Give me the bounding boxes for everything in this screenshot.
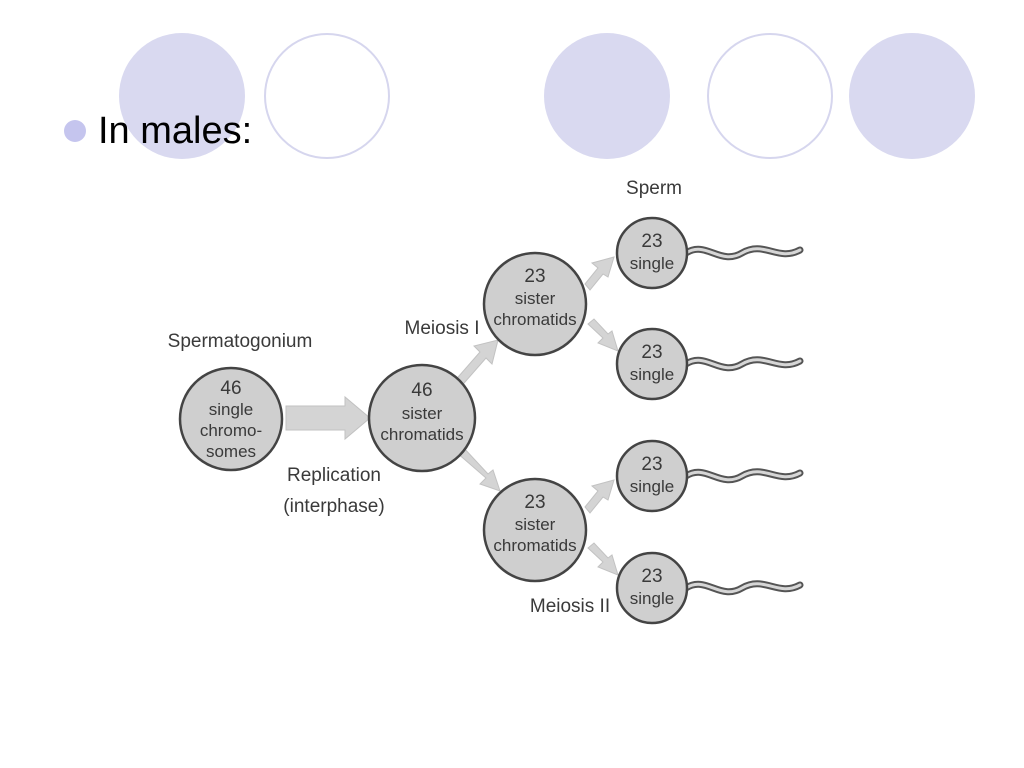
cell-text: sister [402, 404, 443, 423]
cell-circle [482, 251, 588, 357]
cell-text: somes [206, 442, 256, 461]
sperm-cell: 23 single [615, 327, 804, 401]
spermatogonium-cell: 46 single chromo- somes [178, 366, 284, 472]
cell-text: single [630, 254, 674, 273]
secondary-spermatocyte-top: 23 sister chromatids [482, 251, 588, 357]
replication-label: Replication [287, 465, 381, 486]
sperm-tail-inner [684, 358, 802, 370]
chromosome-count: 23 [641, 566, 662, 587]
decorative-circle-filled [119, 33, 245, 159]
bullet-text: In males: [98, 110, 253, 152]
cell-text: sister [515, 515, 556, 534]
cell-text: single [630, 365, 674, 384]
sperm-tail-inner [684, 470, 802, 482]
spermatogonium-heading: Spermatogonium [168, 331, 313, 352]
cell-text: single [630, 589, 674, 608]
cell-text: chromatids [493, 310, 576, 329]
meiosis2-label: Meiosis II [530, 596, 610, 617]
sperm-head [615, 216, 689, 290]
sperm-heading: Sperm [626, 178, 682, 199]
sperm-cell: 23 single [615, 551, 804, 625]
cell-text: chromatids [380, 425, 463, 444]
cell-circle [367, 363, 477, 473]
sperm-head [615, 439, 689, 513]
decorative-circle-filled [544, 33, 670, 159]
meiosis2-arrow-1 [584, 256, 615, 291]
sperm-cell: 23 single [615, 216, 804, 290]
cell-text: sister [515, 289, 556, 308]
chromosome-count: 23 [641, 454, 662, 475]
primary-spermatocyte-cell: 46 sister chromatids [367, 363, 477, 473]
meiosis1-label: Meiosis I [405, 318, 480, 339]
meiosis1-arrow-down [455, 445, 501, 492]
sperm-tail-inner [684, 247, 802, 259]
chromosome-count: 23 [524, 266, 545, 287]
cell-text: chromo- [200, 421, 262, 440]
meiosis2-arrow-4 [587, 542, 619, 576]
sperm-head [615, 551, 689, 625]
chromosome-count: 46 [220, 378, 241, 399]
bullet-icon [64, 120, 86, 142]
cell-text: single [209, 400, 253, 419]
meiosis2-arrow-3 [584, 479, 615, 514]
chromosome-count: 23 [524, 492, 545, 513]
sperm-head [615, 327, 689, 401]
chromosome-count: 23 [641, 231, 662, 252]
chromosome-count: 46 [411, 380, 432, 401]
cell-circle [482, 477, 588, 583]
decorative-circle-outline [707, 33, 833, 159]
decorative-circle-filled [849, 33, 975, 159]
replication-arrow [285, 395, 371, 441]
sperm-tail-inner [684, 582, 802, 594]
sperm-cell: 23 single [615, 439, 804, 513]
cell-text: chromatids [493, 536, 576, 555]
decorative-circle-outline [264, 33, 390, 159]
cell-circle [178, 366, 284, 472]
bullet-point: In males: [64, 112, 252, 150]
secondary-spermatocyte-bottom: 23 sister chromatids [482, 477, 588, 583]
chromosome-count: 23 [641, 342, 662, 363]
meiosis2-arrow-2 [587, 318, 619, 352]
interphase-label: (interphase) [283, 496, 384, 517]
cell-text: single [630, 477, 674, 496]
